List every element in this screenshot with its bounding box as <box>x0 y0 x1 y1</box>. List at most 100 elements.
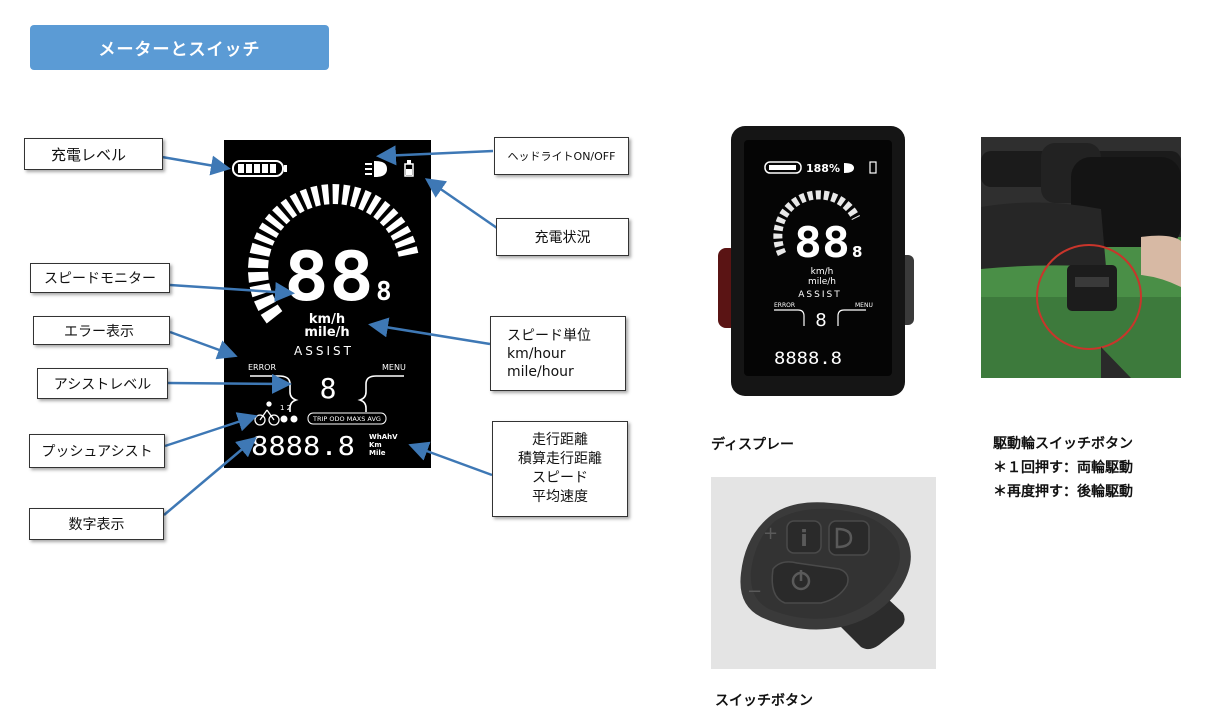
callout-headlight-label: ヘッドライトON/OFF <box>507 150 616 163</box>
callout-distance-1: 走行距離 <box>532 432 588 448</box>
caption-drive-title: 駆動輪スイッチボタン <box>993 436 1133 452</box>
callout-battery-level: 充電レベル <box>24 138 163 170</box>
lcd-assist-word: ASSIST <box>294 344 354 358</box>
page-title: メーターとスイッチ <box>98 40 261 60</box>
photo-unit-mile: mile/h <box>808 277 836 287</box>
arc-segment <box>248 271 269 283</box>
callout-error-display-label: エラー表示 <box>64 323 134 340</box>
battery-icon <box>232 160 287 177</box>
minus-button[interactable]: − <box>747 581 762 602</box>
drive-switch-render <box>981 137 1181 378</box>
callout-distance-4: 平均速度 <box>532 489 588 505</box>
arc-segment <box>258 222 279 238</box>
callout-speed-unit: スピード単位 km/hour mile/hour <box>490 316 626 391</box>
arc-segment <box>332 184 340 205</box>
photo-battery-pct: 188% <box>806 162 840 175</box>
arrow-battery <box>161 155 231 176</box>
caption-drive-line2: ＊再度押す：後輪駆動 <box>993 484 1133 500</box>
arc-segment <box>249 283 272 298</box>
drive-switch-button[interactable] <box>1067 265 1117 311</box>
headlight-button-icon <box>835 527 853 549</box>
callout-headlight: ヘッドライトON/OFF <box>494 137 629 175</box>
photo-battery-icon <box>764 161 802 174</box>
callout-assist-level: アシストレベル <box>37 368 168 399</box>
callout-distance-3: スピード <box>532 470 588 486</box>
caption-drive-switch: 駆動輪スイッチボタン ＊１回押す：両輪駆動 ＊再度押す：後輪駆動 <box>993 432 1133 504</box>
switch-button-render: i + − <box>740 502 911 650</box>
callout-speed-monitor: スピードモニター <box>30 263 170 293</box>
arc-segment <box>299 188 313 210</box>
headlight-button[interactable] <box>828 520 870 556</box>
lcd-odometer: 8888.8 <box>251 432 355 462</box>
drive-switch-photo <box>981 137 1181 378</box>
arc-segment <box>260 304 283 324</box>
plus-button[interactable]: + <box>763 523 778 544</box>
caption-switch-button: スイッチボタン <box>715 693 813 709</box>
arc-segment <box>289 193 305 214</box>
lcd-unit-stack-3: Mile <box>369 449 386 457</box>
speed-arc-gauge <box>248 184 419 324</box>
arc-segment <box>248 257 269 269</box>
lcd-speed-digits: 88 <box>284 238 374 317</box>
photo-error-word: ERROR <box>774 302 795 309</box>
lcd-error-word: ERROR <box>248 363 276 372</box>
display-photo: 188% 88 8 km/h mile/h ASSIST ERROR MENU … <box>718 126 914 396</box>
lcd-unit-mile: mile/h <box>304 325 349 340</box>
callout-distance-2: 積算走行距離 <box>518 451 602 467</box>
info-icon: i <box>800 527 808 552</box>
charging-plug-icon <box>404 160 414 177</box>
arc-segment <box>264 213 285 231</box>
thumb <box>1141 235 1181 287</box>
photo-speed-arc <box>773 190 861 256</box>
callout-digital-display: 数字表示 <box>29 508 164 540</box>
photo-menu-word: MENU <box>855 302 873 309</box>
callout-push-assist: プッシュアシスト <box>29 434 165 468</box>
arc-segment <box>385 216 406 234</box>
photo-charging-icon <box>869 161 877 174</box>
arrow-charging <box>424 178 498 230</box>
arc-segment <box>310 185 321 207</box>
callout-speed-unit-mile: mile/hour <box>507 363 574 380</box>
arc-segment <box>341 184 351 206</box>
lcd-unit-stack-2: Km <box>369 441 382 449</box>
info-button[interactable] <box>786 520 822 554</box>
arc-segment <box>379 208 399 227</box>
callout-charging-status: 充電状況 <box>496 218 629 256</box>
lcd-unit-stack-1: WhAhV <box>369 433 398 441</box>
arc-segment <box>397 246 419 257</box>
callout-push-assist-label: プッシュアシスト <box>41 444 153 460</box>
push-assist-icon <box>254 401 280 426</box>
callout-speed-unit-km: km/hour <box>507 345 566 362</box>
page-title-banner: メーターとスイッチ <box>30 25 329 70</box>
assist-dots <box>280 415 298 423</box>
photo-assist-word: ASSIST <box>798 290 841 300</box>
lcd-mode-bar: TRIP ODO MAXS AVG <box>312 415 381 423</box>
arc-segment <box>272 205 291 225</box>
photo-assist-value: 8 <box>815 310 826 331</box>
caption-drive-line1: ＊１回押す：両輪駆動 <box>993 460 1133 476</box>
red-highlight-circle <box>1036 244 1142 350</box>
arc-segment <box>394 235 416 249</box>
photo-unit-km: km/h <box>811 267 834 277</box>
callout-speed-unit-title: スピード単位 <box>507 327 591 344</box>
arc-segment <box>350 186 362 208</box>
arc-segment <box>321 184 330 205</box>
lcd-unit-km: km/h <box>309 312 345 327</box>
callout-error-display: エラー表示 <box>33 316 170 345</box>
switch-button-photo: i + − <box>711 477 936 669</box>
caption-display: ディスプレー <box>711 437 795 453</box>
arc-segment <box>254 294 276 311</box>
lcd-menu-word: MENU <box>382 363 406 372</box>
callout-assist-level-label: アシストレベル <box>53 376 152 393</box>
arc-segment <box>254 232 275 246</box>
lcd-assist-value: 8 <box>320 372 337 405</box>
lcd-speed-decimal: 8 <box>376 277 392 307</box>
callout-charging-status-label: 充電状況 <box>534 230 591 246</box>
callout-battery-level-label: 充電レベル <box>51 145 127 164</box>
callout-distance-modes: 走行距離 積算走行距離 スピード 平均速度 <box>492 421 628 517</box>
arc-segment <box>366 194 382 215</box>
arc-segment <box>249 242 272 257</box>
lcd-push-nums: 1 2 <box>280 404 291 412</box>
lcd-display-diagram: 88 8 km/h mile/h ASSIST ERROR MENU 8 1 2… <box>224 140 431 468</box>
photo-headlight-icon <box>844 163 854 173</box>
